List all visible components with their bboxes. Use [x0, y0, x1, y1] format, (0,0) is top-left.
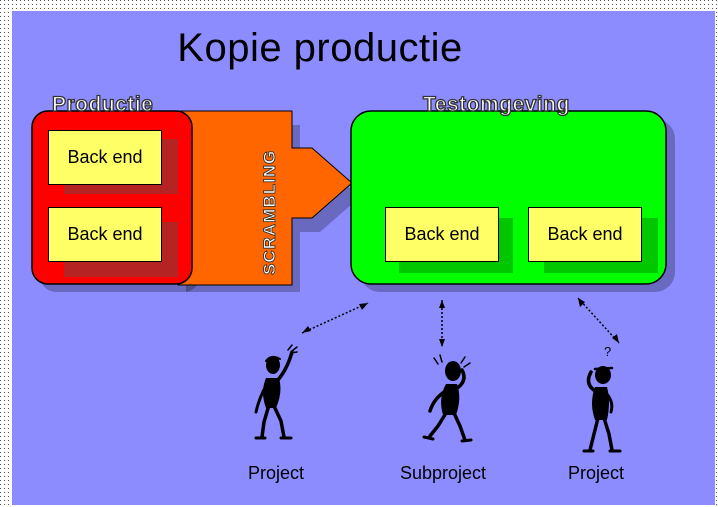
test-environment-label: Testomgeving [422, 92, 570, 116]
waving-person-icon [254, 344, 298, 440]
arrowhead [359, 303, 368, 310]
slide-title: Kopie productie [177, 26, 463, 70]
arrowhead [439, 339, 445, 347]
scrambling-arrow [177, 110, 353, 286]
production-back-end-1: Back end [48, 130, 162, 185]
production-label: Productie [51, 92, 154, 116]
arrowhead [302, 326, 311, 333]
production-back-end-2: Back end [48, 207, 162, 262]
arrowhead [439, 300, 445, 308]
connection-line [301, 302, 369, 334]
svg-text:?: ? [604, 344, 611, 359]
arrowhead [612, 334, 619, 343]
scrambling-label: SCRAMBLING [260, 150, 279, 275]
arrowhead [578, 298, 585, 307]
confused-person-icon [422, 354, 473, 443]
person-caption-project-2: Project [567, 463, 625, 483]
thinking-person-icon: ? [582, 344, 622, 453]
test-back-end-2: Back end [528, 207, 642, 262]
test-back-end-1: Back end [385, 207, 499, 262]
person-caption-project-1: Project [247, 463, 305, 483]
person-caption-subproject: Subproject [399, 463, 487, 483]
